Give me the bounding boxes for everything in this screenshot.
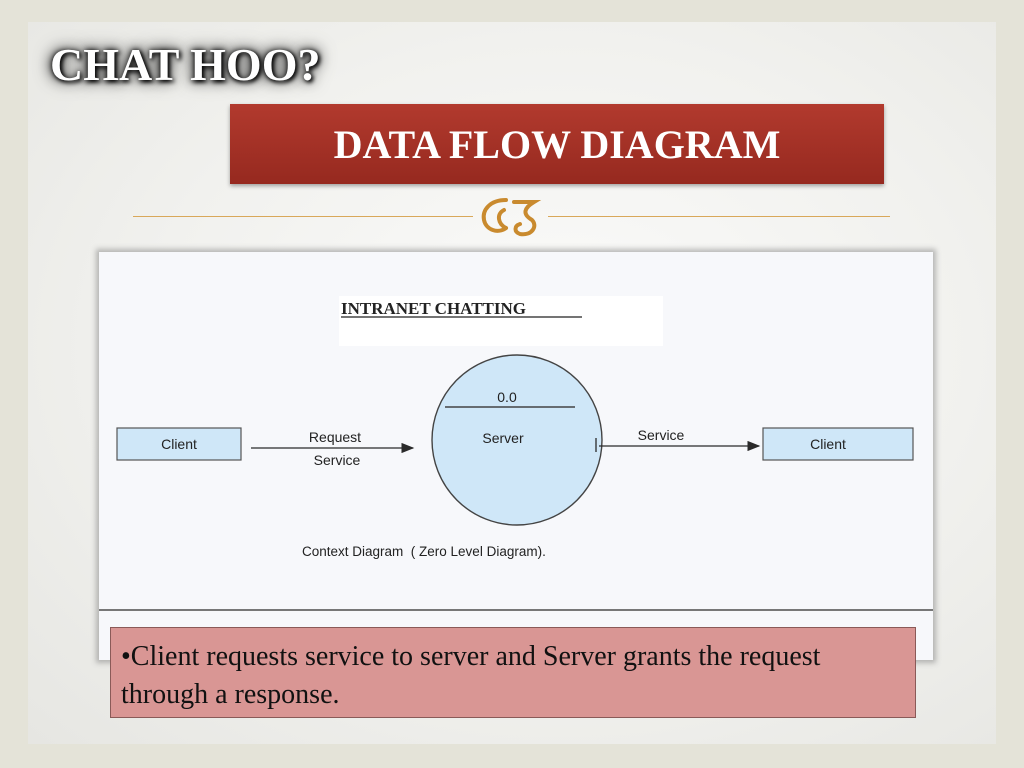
context-diagram: INTRANET CHATTING Client Client 0.0 Serv… xyxy=(99,296,933,611)
heading-band xyxy=(339,296,663,346)
flow-label-service-left: Service xyxy=(314,452,361,468)
flow-label-request: Request xyxy=(309,429,361,445)
subtitle-text: DATA FLOW DIAGRAM xyxy=(333,121,781,167)
entity-client-right xyxy=(762,427,914,461)
entity-client-right-label: Client xyxy=(810,436,846,452)
entity-client-left-label: Client xyxy=(161,436,197,452)
process-id: 0.0 xyxy=(497,389,517,405)
scroll-flourish-icon xyxy=(481,198,542,237)
process-label: Server xyxy=(482,430,524,446)
divider-left xyxy=(133,216,473,217)
note-box: •Client requests service to server and S… xyxy=(110,627,916,718)
flow-label-service-right: Service xyxy=(638,427,685,443)
divider-right xyxy=(548,216,890,217)
subtitle-banner: DATA FLOW DIAGRAM xyxy=(230,104,884,184)
note-text: •Client requests service to server and S… xyxy=(121,641,821,710)
diagram-heading: INTRANET CHATTING xyxy=(341,299,526,318)
diagram-image: INTRANET CHATTING Client Client 0.0 Serv… xyxy=(99,252,933,660)
slide-title: CHAT HOO? xyxy=(50,39,321,90)
entity-client-left xyxy=(116,427,242,461)
diagram-caption: Context Diagram ( Zero Level Diagram). xyxy=(302,544,546,559)
process-server xyxy=(431,354,603,526)
